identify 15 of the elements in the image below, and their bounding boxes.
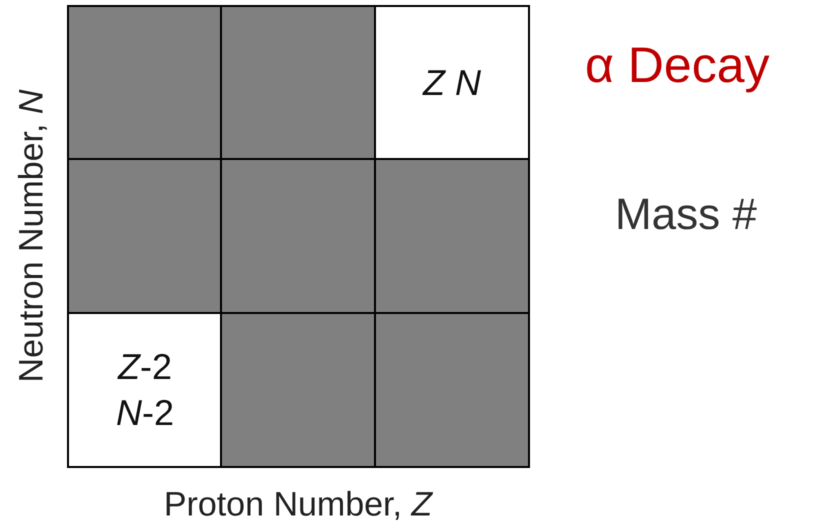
grid-cell [220,312,376,468]
mass-number-label: Mass # [615,190,757,240]
nuclide-label: Z-2 N-2 [114,345,175,435]
y-axis-title: Neutron Number, N [12,90,52,382]
grid-cell [220,158,376,314]
grid-cell [67,5,223,161]
grid-cell [220,5,376,161]
grid-cell [374,312,530,468]
x-axis-title: Proton Number, Z [164,486,432,524]
diagram-title: α Decay [585,36,770,94]
grid-cell [374,158,530,314]
grid-cell [67,158,223,314]
nuclide-cell [67,312,223,468]
nuclide-cell [374,5,530,161]
nuclide-label: Z N [421,61,482,105]
